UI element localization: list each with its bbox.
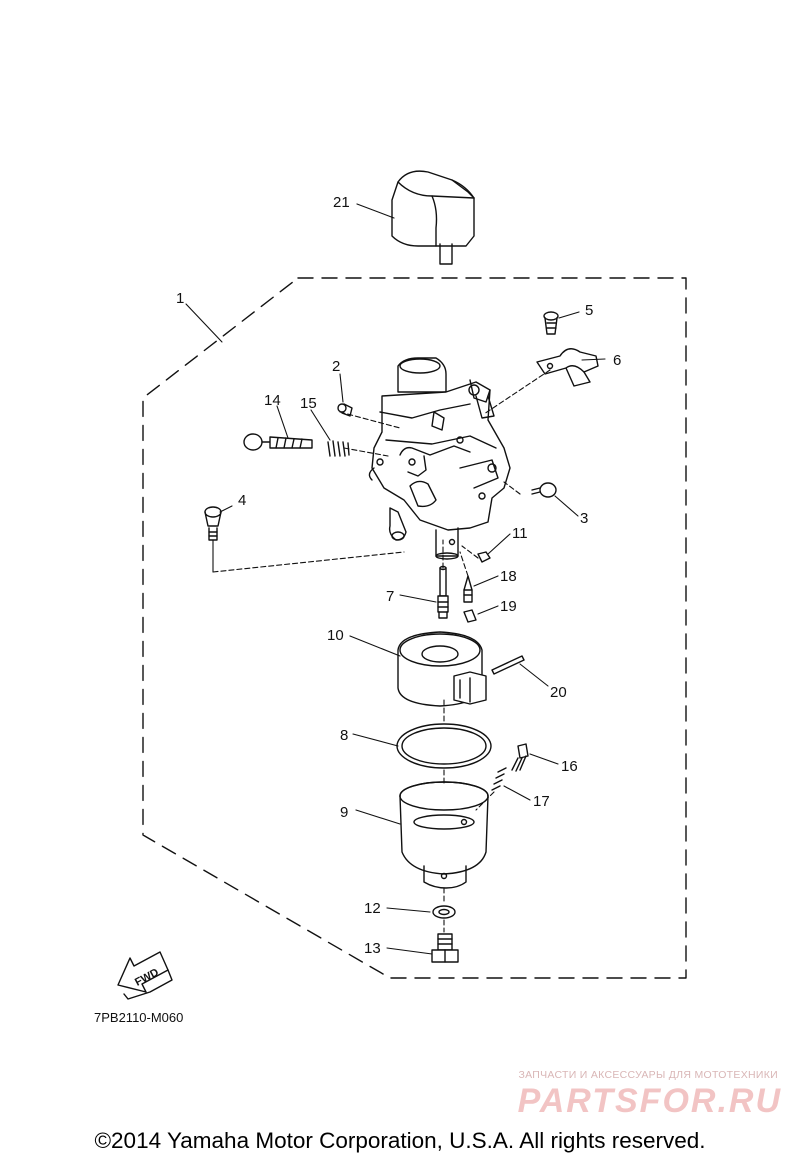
part-17-spring [491,767,507,791]
carburetor-body [368,357,511,560]
part-7-jet-tube [437,565,449,619]
callout-19: 19 [500,598,517,615]
part-18-needle-valve [463,575,473,603]
part-10-float [397,631,487,707]
fwd-arrow-icon [117,951,173,1000]
callout-3: 3 [580,510,588,527]
part-6-bracket [536,348,599,387]
part-15-spring [327,440,350,457]
callout-1: 1 [176,290,184,307]
part-12-washer [432,905,456,919]
callout-5: 5 [585,302,593,319]
part-14-pilot-screw [243,433,313,451]
part-21-cover [391,170,475,265]
part-4-screw [204,506,222,541]
diagram-code: 7PB2110-M060 [94,1010,184,1025]
callout-7: 7 [386,588,394,605]
part-5-screw [543,311,559,335]
callout-15: 15 [300,395,317,412]
callout-13: 13 [364,940,381,957]
callout-14: 14 [264,392,281,409]
callout-10: 10 [327,627,344,644]
part-19-clip [463,609,477,623]
part-11-plug [477,551,491,563]
watermark-tagline: ЗАПЧАСТИ И АКСЕССУАРЫ ДЛЯ МОТОТЕХНИКИ [518,1069,778,1081]
part-16-screw [511,743,529,772]
part-9-float-bowl [399,781,489,889]
callout-8: 8 [340,727,348,744]
part-8-gasket [396,723,492,769]
callout-9: 9 [340,804,348,821]
callout-21: 21 [333,194,350,211]
callout-16: 16 [561,758,578,775]
part-3-screw [531,482,557,498]
callout-18: 18 [500,568,517,585]
callout-20: 20 [550,684,567,701]
callout-6: 6 [613,352,621,369]
callout-17: 17 [533,793,550,810]
callout-4: 4 [238,492,246,509]
watermark-brand: PARTSFOR.RU [517,1082,782,1120]
assembly-boundary [142,277,687,979]
callout-11: 11 [512,525,528,542]
callout-2: 2 [332,358,340,375]
part-20-float-pin [491,655,525,675]
part-13-drain-bolt [431,933,459,963]
copyright-notice: ©2014 Yamaha Motor Corporation, U.S.A. A… [94,1128,706,1153]
callout-12: 12 [364,900,381,917]
leader-lines [185,203,606,955]
